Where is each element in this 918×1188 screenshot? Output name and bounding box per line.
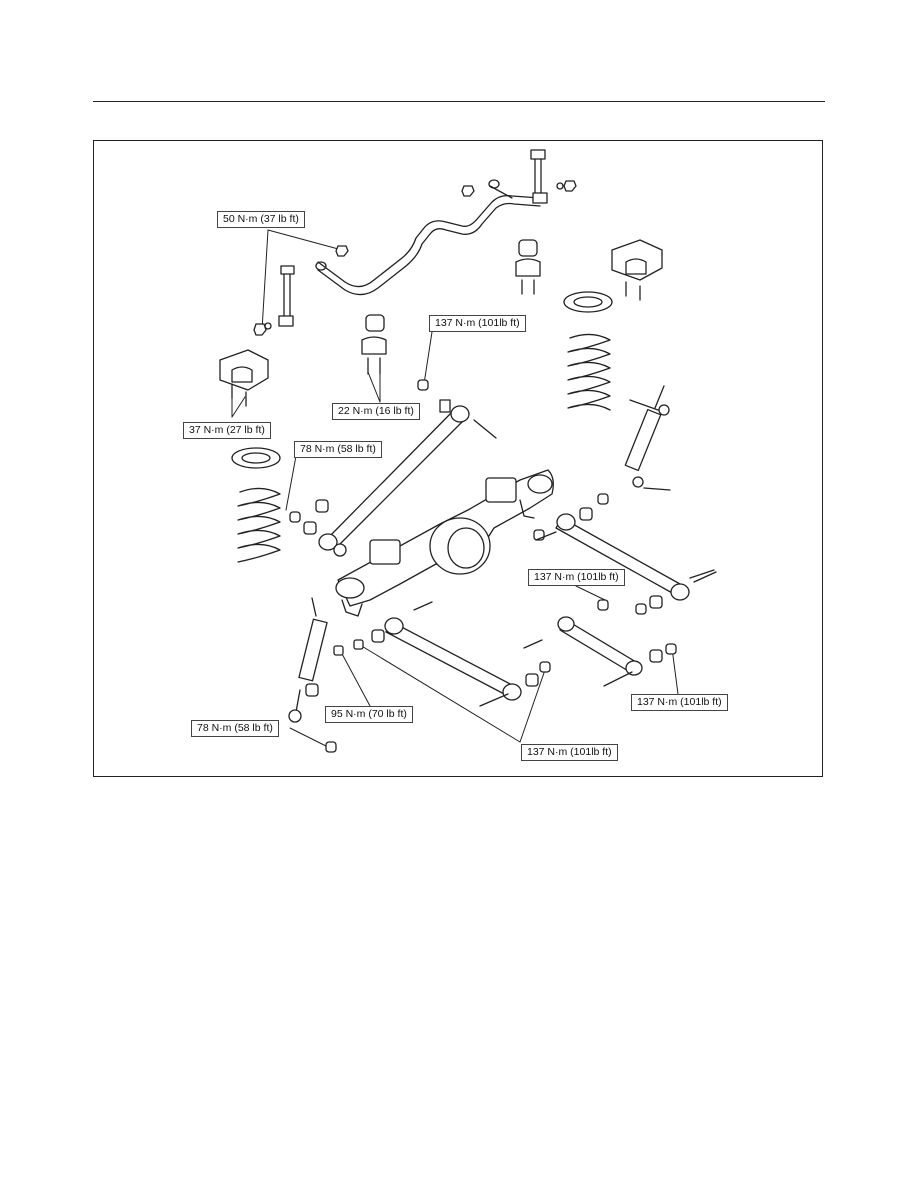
upper-control-arm-left bbox=[318, 399, 497, 551]
rear-axle-housing bbox=[335, 469, 554, 617]
spring-upper-mounts bbox=[219, 239, 663, 407]
torque-label-spring-mount: 37 N·m (27 lb ft) bbox=[183, 422, 271, 439]
torque-label-stabilizer-link: 50 N·m (37 lb ft) bbox=[217, 211, 305, 228]
shock-absorbers bbox=[288, 385, 671, 723]
torque-label-upper-arm-axle: 78 N·m (58 lb ft) bbox=[294, 441, 382, 458]
upper-control-arm-right bbox=[555, 513, 717, 601]
coil-springs bbox=[231, 291, 613, 563]
torque-label-shock-nut: 78 N·m (58 lb ft) bbox=[191, 720, 279, 737]
torque-label-bushing-bracket: 22 N·m (16 lb ft) bbox=[332, 403, 420, 420]
leader-lines bbox=[231, 229, 679, 749]
torque-label-shock-lower: 95 N·m (70 lb ft) bbox=[325, 706, 413, 723]
stabilizer-bar bbox=[253, 149, 577, 336]
header-rule bbox=[93, 101, 825, 102]
arm-bushings bbox=[289, 379, 677, 753]
torque-label-right-lower-arm: 137 N·m (101lb ft) bbox=[631, 694, 728, 711]
torque-label-lower-arm: 137 N·m (101lb ft) bbox=[521, 744, 618, 761]
diagram-frame bbox=[93, 140, 823, 777]
lower-control-arms bbox=[384, 616, 643, 707]
torque-label-upper-arm-nut: 137 N·m (101lb ft) bbox=[429, 315, 526, 332]
torque-label-right-upper-arm: 137 N·m (101lb ft) bbox=[528, 569, 625, 586]
bolts bbox=[413, 531, 715, 649]
stabilizer-bushings bbox=[361, 239, 541, 375]
